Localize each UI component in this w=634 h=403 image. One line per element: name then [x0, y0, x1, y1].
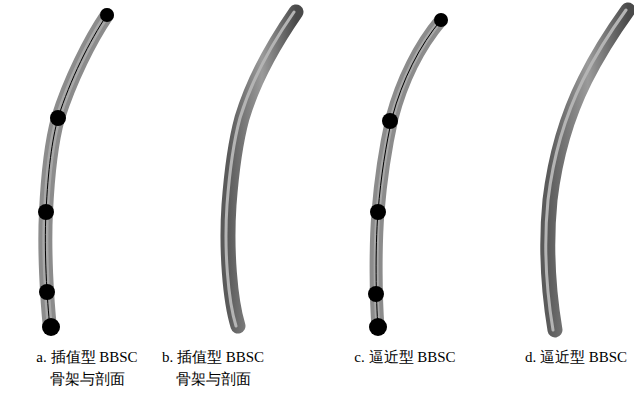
- subfigure-caption: c. 逼近型 BBSC: [340, 346, 470, 368]
- tube-a: [38, 8, 114, 336]
- subfigure-caption: d. 逼近型 BBSC: [521, 346, 631, 368]
- tube-c: [368, 13, 448, 336]
- tube-b: [226, 12, 296, 326]
- tube-d: [546, 10, 628, 330]
- subfigure-caption: a. 插值型 BBSC 骨架与剖面: [28, 346, 146, 390]
- subfigure-caption: b. 插值型 BBSC 骨架与剖面: [154, 346, 272, 390]
